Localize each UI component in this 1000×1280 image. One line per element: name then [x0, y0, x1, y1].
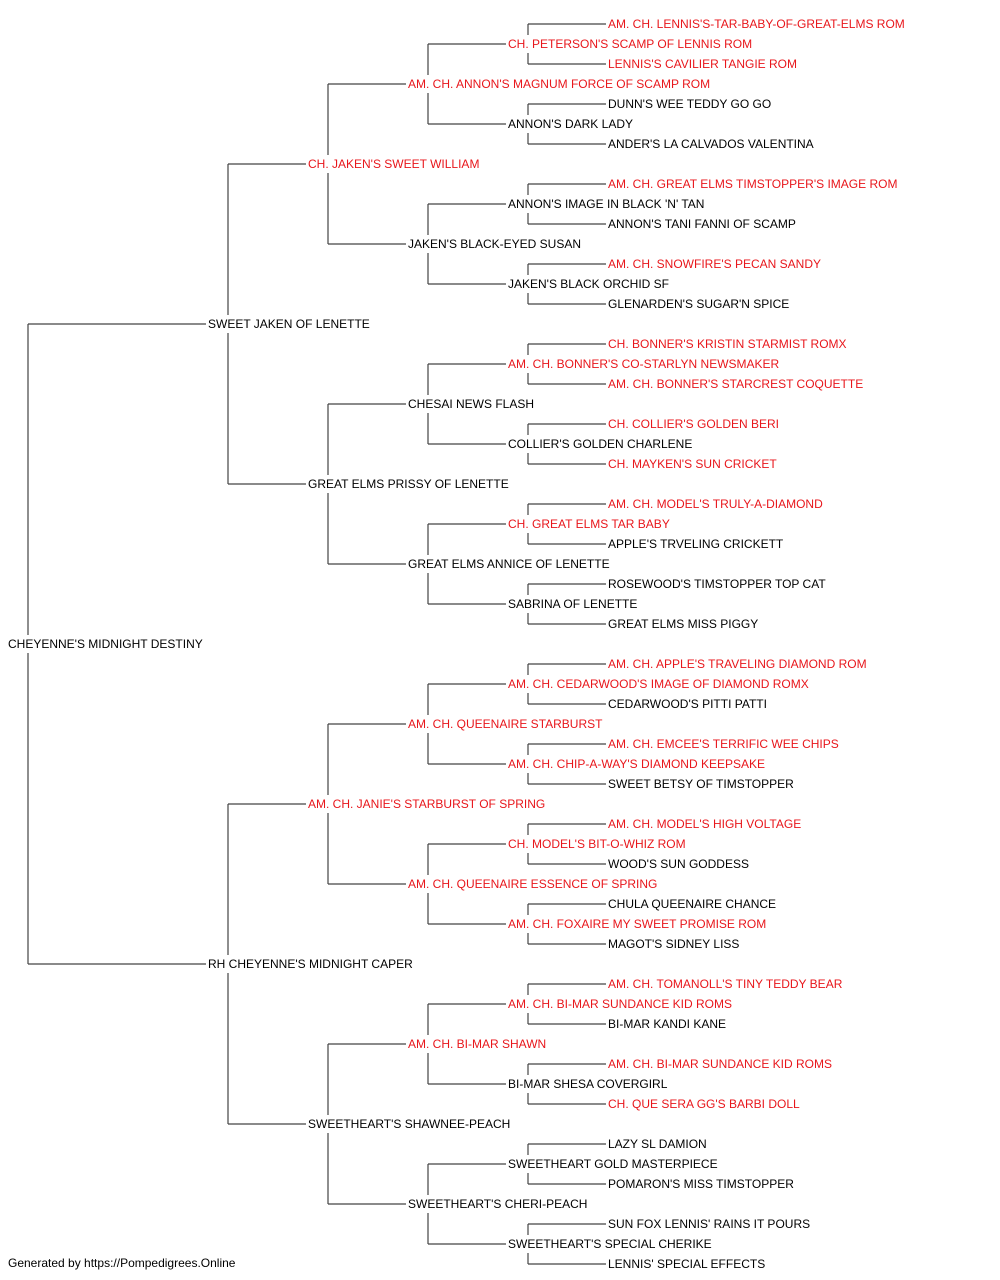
pedigree-name-gen-4: AM. CH. BI-MAR SUNDANCE KID ROMS	[508, 997, 732, 1011]
pedigree-name-gen-2: GREAT ELMS PRISSY OF LENETTE	[308, 477, 509, 491]
generated-by-footer: Generated by https://Pompedigrees.Online	[8, 1256, 236, 1270]
pedigree-name-gen-5: LENNIS'S CAVILIER TANGIE ROM	[608, 57, 797, 71]
pedigree-name-gen-3: GREAT ELMS ANNICE OF LENETTE	[408, 557, 610, 571]
pedigree-name-gen-4: CH. PETERSON'S SCAMP OF LENNIS ROM	[508, 37, 752, 51]
pedigree-name-gen-5: GLENARDEN'S SUGAR'N SPICE	[608, 297, 789, 311]
pedigree-name-gen-5: CH. MAYKEN'S SUN CRICKET	[608, 457, 777, 471]
pedigree-name-gen-5: MAGOT'S SIDNEY LISS	[608, 937, 739, 951]
pedigree-name-gen-5: SWEET BETSY OF TIMSTOPPER	[608, 777, 794, 791]
pedigree-name-gen-4: CH. GREAT ELMS TAR BABY	[508, 517, 670, 531]
pedigree-connectors	[27, 23, 606, 1265]
pedigree-name-gen-5: ANDER'S LA CALVADOS VALENTINA	[608, 137, 814, 151]
pedigree-name-gen-4: AM. CH. CEDARWOOD'S IMAGE OF DIAMOND ROM…	[508, 677, 809, 691]
pedigree-name-gen-3: AM. CH. QUEENAIRE STARBURST	[408, 717, 603, 731]
pedigree-name-gen-5: AM. CH. LENNIS'S-TAR-BABY-OF-GREAT-ELMS …	[608, 17, 905, 31]
pedigree-name-gen-5: POMARON'S MISS TIMSTOPPER	[608, 1177, 794, 1191]
pedigree-name-gen-4: AM. CH. FOXAIRE MY SWEET PROMISE ROM	[508, 917, 766, 931]
pedigree-name-gen-5: AM. CH. MODEL'S TRULY-A-DIAMOND	[608, 497, 823, 511]
pedigree-name-gen-1: SWEET JAKEN OF LENETTE	[208, 317, 370, 331]
pedigree-names: CHEYENNE'S MIDNIGHT DESTINY SWEET JAKEN O…	[8, 17, 905, 1271]
pedigree-name-gen-5: LAZY SL DAMION	[608, 1137, 707, 1151]
pedigree-name-gen-2: CH. JAKEN'S SWEET WILLIAM	[308, 157, 479, 171]
pedigree-name-gen-3: CHESAI NEWS FLASH	[408, 397, 534, 411]
pedigree-name-gen-4: COLLIER'S GOLDEN CHARLENE	[508, 437, 692, 451]
pedigree-name-gen-5: AM. CH. SNOWFIRE'S PECAN SANDY	[608, 257, 821, 271]
pedigree-name-gen-5: ROSEWOOD'S TIMSTOPPER TOP CAT	[608, 577, 826, 591]
pedigree-name-gen-5: AM. CH. MODEL'S HIGH VOLTAGE	[608, 817, 801, 831]
pedigree-name-gen-5: CH. COLLIER'S GOLDEN BERI	[608, 417, 779, 431]
pedigree-name-gen-5: CEDARWOOD'S PITTI PATTI	[608, 697, 767, 711]
pedigree-name-gen-3: AM. CH. BI-MAR SHAWN	[408, 1037, 546, 1051]
pedigree-name-gen-5: CH. BONNER'S KRISTIN STARMIST ROMX	[608, 337, 847, 351]
pedigree-name-gen-2: AM. CH. JANIE'S STARBURST OF SPRING	[308, 797, 545, 811]
pedigree-name-gen-3: AM. CH. QUEENAIRE ESSENCE OF SPRING	[408, 877, 657, 891]
pedigree-name-gen-3: SWEETHEART'S CHERI-PEACH	[408, 1197, 587, 1211]
pedigree-name-gen-5: AM. CH. TOMANOLL'S TINY TEDDY BEAR	[608, 977, 843, 991]
pedigree-name-gen-5: LENNIS' SPECIAL EFFECTS	[608, 1257, 765, 1271]
pedigree-name-gen-2: SWEETHEART'S SHAWNEE-PEACH	[308, 1117, 510, 1131]
pedigree-name-gen-5: CHULA QUEENAIRE CHANCE	[608, 897, 776, 911]
pedigree-name-gen-5: AM. CH. BI-MAR SUNDANCE KID ROMS	[608, 1057, 832, 1071]
pedigree-name-gen-4: ANNON'S IMAGE IN BLACK 'N' TAN	[508, 197, 704, 211]
pedigree-name-gen-4: SWEETHEART'S SPECIAL CHERIKE	[508, 1237, 712, 1251]
pedigree-name-gen-5: SUN FOX LENNIS' RAINS IT POURS	[608, 1217, 810, 1231]
pedigree-name-gen-4: AM. CH. CHIP-A-WAY'S DIAMOND KEEPSAKE	[508, 757, 765, 771]
pedigree-name-gen-5: AM. CH. APPLE'S TRAVELING DIAMOND ROM	[608, 657, 867, 671]
pedigree-name-gen-5: APPLE'S TRVELING CRICKETT	[608, 537, 784, 551]
pedigree-name-gen-4: JAKEN'S BLACK ORCHID SF	[508, 277, 669, 291]
pedigree-name-gen-4: AM. CH. BONNER'S CO-STARLYN NEWSMAKER	[508, 357, 780, 371]
pedigree-name-gen-1: RH CHEYENNE'S MIDNIGHT CAPER	[208, 957, 413, 971]
pedigree-name-gen-3: JAKEN'S BLACK-EYED SUSAN	[408, 237, 581, 251]
pedigree-name-gen-3: AM. CH. ANNON'S MAGNUM FORCE OF SCAMP RO…	[408, 77, 710, 91]
pedigree-name-gen-0: CHEYENNE'S MIDNIGHT DESTINY	[8, 637, 203, 651]
pedigree-name-gen-4: SWEETHEART GOLD MASTERPIECE	[508, 1157, 718, 1171]
pedigree-name-gen-5: AM. CH. BONNER'S STARCREST COQUETTE	[608, 377, 863, 391]
pedigree-name-gen-4: SABRINA OF LENETTE	[508, 597, 637, 611]
pedigree-name-gen-4: CH. MODEL'S BIT-O-WHIZ ROM	[508, 837, 686, 851]
pedigree-name-gen-5: AM. CH. GREAT ELMS TIMSTOPPER'S IMAGE RO…	[608, 177, 897, 191]
pedigree-name-gen-5: CH. QUE SERA GG'S BARBI DOLL	[608, 1097, 800, 1111]
pedigree-name-gen-5: GREAT ELMS MISS PIGGY	[608, 617, 758, 631]
pedigree-name-gen-4: BI-MAR SHESA COVERGIRL	[508, 1077, 668, 1091]
pedigree-name-gen-4: ANNON'S DARK LADY	[508, 117, 633, 131]
pedigree-name-gen-5: BI-MAR KANDI KANE	[608, 1017, 726, 1031]
pedigree-name-gen-5: WOOD'S SUN GODDESS	[608, 857, 749, 871]
pedigree-name-gen-5: AM. CH. EMCEE'S TERRIFIC WEE CHIPS	[608, 737, 839, 751]
pedigree-name-gen-5: DUNN'S WEE TEDDY GO GO	[608, 97, 771, 111]
pedigree-name-gen-5: ANNON'S TANI FANNI OF SCAMP	[608, 217, 796, 231]
